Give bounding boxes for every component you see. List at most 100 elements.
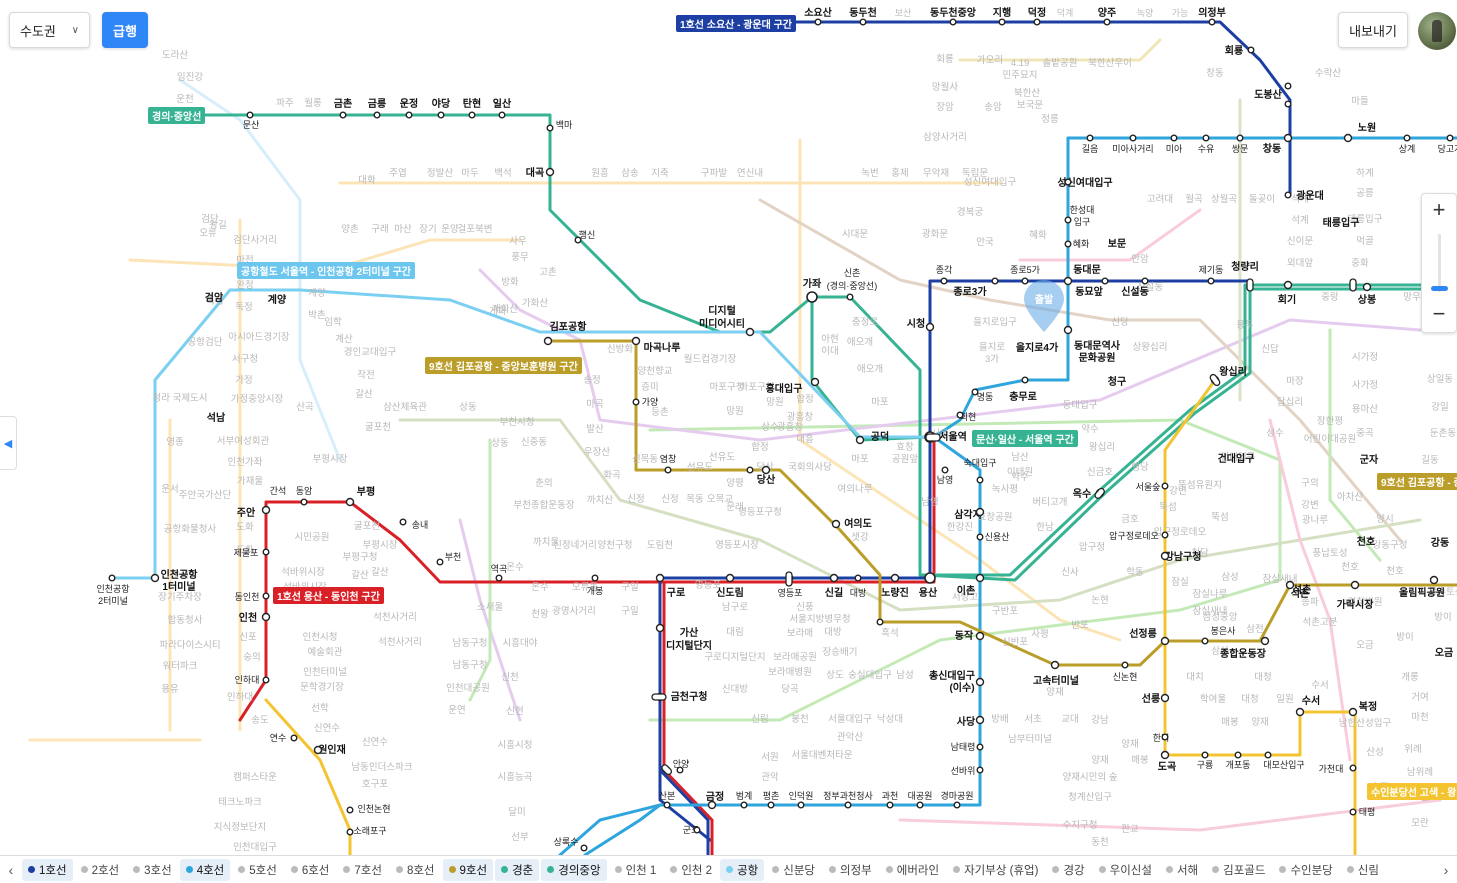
line-chip-15[interactable]: 의정부 xyxy=(823,859,878,881)
svg-text:안양: 안양 xyxy=(673,759,690,769)
svg-text:산성: 산성 xyxy=(1366,747,1383,758)
line-chip-18[interactable]: 경강 xyxy=(1046,859,1090,881)
svg-text:사가정: 사가정 xyxy=(1352,380,1378,391)
line-chip-17[interactable]: 자기부상 (휴업) xyxy=(947,859,1044,881)
line-chip-14[interactable]: 신분당 xyxy=(766,859,821,881)
svg-text:서울: 서울 xyxy=(931,429,949,440)
line-banner-b7: 9호선 김포공항 - 중 xyxy=(1377,473,1457,490)
svg-text:상일동: 상일동 xyxy=(1427,374,1453,385)
line-chip-10[interactable]: 경의중앙 xyxy=(541,858,607,881)
svg-text:영등포: 영등포 xyxy=(695,580,721,591)
svg-text:대림: 대림 xyxy=(726,626,743,638)
svg-text:아차산: 아차산 xyxy=(1337,491,1363,503)
line-chip-7[interactable]: 8호선 xyxy=(390,859,441,881)
line-chip-22[interactable]: 수인분당 xyxy=(1273,859,1338,881)
line-chip-5[interactable]: 6호선 xyxy=(285,859,336,881)
svg-text:시청: 시청 xyxy=(907,317,925,330)
svg-text:북한산우이: 북한산우이 xyxy=(1088,58,1132,69)
line-chip-2[interactable]: 3호선 xyxy=(127,859,178,881)
svg-text:신풍: 신풍 xyxy=(796,602,814,613)
svg-text:춘의: 춘의 xyxy=(535,478,552,489)
line-chip-23[interactable]: 신림 xyxy=(1341,859,1385,881)
svg-text:지축: 지축 xyxy=(651,168,669,179)
svg-text:석계: 석계 xyxy=(1291,193,1308,205)
svg-text:테크노파크: 테크노파크 xyxy=(218,797,262,808)
svg-text:시흥능곡: 시흥능곡 xyxy=(498,771,533,783)
line-chip-21[interactable]: 김포골드 xyxy=(1206,859,1271,881)
svg-text:봉은사: 봉은사 xyxy=(1211,626,1237,636)
line-chip-1[interactable]: 2호선 xyxy=(75,859,126,881)
svg-text:종로5가: 종로5가 xyxy=(1010,265,1040,275)
line-chip-6[interactable]: 7호선 xyxy=(337,859,388,881)
line-chip-9[interactable]: 경춘 xyxy=(495,858,540,881)
svg-text:미디어시티: 미디어시티 xyxy=(699,317,745,330)
line-chip-16[interactable]: 에버라인 xyxy=(880,859,945,881)
svg-text:공항검단: 공항검단 xyxy=(188,336,223,348)
line-banner-b6: 1호선 용산 - 동인천 구간 xyxy=(273,587,384,604)
svg-text:강변: 강변 xyxy=(1169,486,1186,497)
svg-text:도라산: 도라산 xyxy=(162,50,188,61)
svg-text:수서: 수서 xyxy=(1302,694,1320,707)
svg-text:개롱: 개롱 xyxy=(1401,672,1419,683)
svg-text:동작: 동작 xyxy=(955,629,974,642)
line-banner-b2: 경의·중앙선 xyxy=(148,107,206,124)
line-color-dot-icon xyxy=(1212,866,1220,873)
svg-text:호구포: 호구포 xyxy=(362,779,388,790)
region-select[interactable]: 수도권 ∨ xyxy=(9,12,90,48)
svg-text:관악: 관악 xyxy=(761,771,779,783)
svg-text:강동: 강동 xyxy=(1431,536,1449,549)
line-chip-11[interactable]: 인천 1 xyxy=(609,859,663,881)
svg-text:검단: 검단 xyxy=(201,213,219,225)
chevron-right-icon[interactable]: › xyxy=(1443,861,1449,878)
svg-text:방이: 방이 xyxy=(1434,612,1451,623)
svg-text:선부: 선부 xyxy=(511,832,529,843)
svg-text:주엽: 주엽 xyxy=(389,168,406,179)
express-button[interactable]: 급행 xyxy=(102,12,148,48)
svg-text:남동구청: 남동구청 xyxy=(453,660,488,671)
line-chip-4[interactable]: 5호선 xyxy=(232,859,283,881)
svg-text:주안국가산단: 주안국가산단 xyxy=(179,490,232,501)
svg-text:용유: 용유 xyxy=(161,684,179,695)
chevron-left-icon[interactable]: ‹ xyxy=(8,861,14,878)
zoom-slider-handle[interactable] xyxy=(1431,286,1448,291)
svg-text:굴포천: 굴포천 xyxy=(365,422,391,433)
svg-text:도화: 도화 xyxy=(236,545,254,556)
line-chip-0[interactable]: 1호선 xyxy=(22,858,73,881)
line-color-dot-icon xyxy=(395,866,403,873)
svg-text:까치울: 까치울 xyxy=(533,536,559,548)
svg-text:안국: 안국 xyxy=(976,237,994,248)
svg-text:백마: 백마 xyxy=(556,120,573,130)
line-chip-8[interactable]: 9호선 xyxy=(442,858,494,881)
panel-toggle-button[interactable]: ◀ xyxy=(0,416,17,470)
line-chip-13[interactable]: 공항 xyxy=(720,858,765,881)
svg-text:영종: 영종 xyxy=(166,437,184,448)
svg-text:산곡: 산곡 xyxy=(296,402,314,413)
line-chip-20[interactable]: 서해 xyxy=(1160,859,1204,881)
svg-text:명동: 명동 xyxy=(977,392,994,402)
svg-text:신반포: 신반포 xyxy=(1002,637,1028,648)
svg-text:가정중앙시장: 가정중앙시장 xyxy=(231,393,284,405)
svg-text:석남: 석남 xyxy=(207,411,226,424)
svg-text:덕정: 덕정 xyxy=(1028,6,1046,19)
zoom-out-button[interactable]: − xyxy=(1432,301,1446,326)
zoom-track[interactable] xyxy=(1438,234,1441,292)
line-chip-19[interactable]: 우이신설 xyxy=(1093,859,1158,881)
avatar[interactable] xyxy=(1418,12,1456,50)
svg-text:월드컵경기장: 월드컵경기장 xyxy=(684,353,737,365)
svg-text:검단사거리: 검단사거리 xyxy=(233,234,277,246)
svg-text:광흥창: 광흥창 xyxy=(787,411,813,423)
svg-text:용마산: 용마산 xyxy=(1352,404,1378,415)
start-pin-icon[interactable]: 출발 xyxy=(1024,280,1064,332)
line-chip-12[interactable]: 인천 2 xyxy=(664,859,718,881)
line-chip-label: 1호선 xyxy=(39,864,67,877)
line-chip-3[interactable]: 4호선 xyxy=(179,858,231,881)
svg-text:왕길: 왕길 xyxy=(209,219,226,231)
svg-text:개포동: 개포동 xyxy=(1226,760,1251,770)
svg-text:매봉: 매봉 xyxy=(1131,755,1149,766)
svg-text:혜화: 혜화 xyxy=(1029,229,1047,241)
svg-text:김포공항: 김포공항 xyxy=(550,320,588,333)
export-button[interactable]: 내보내기 xyxy=(1338,12,1408,48)
svg-text:태평: 태평 xyxy=(1359,807,1376,817)
zoom-in-button[interactable]: + xyxy=(1432,197,1446,222)
